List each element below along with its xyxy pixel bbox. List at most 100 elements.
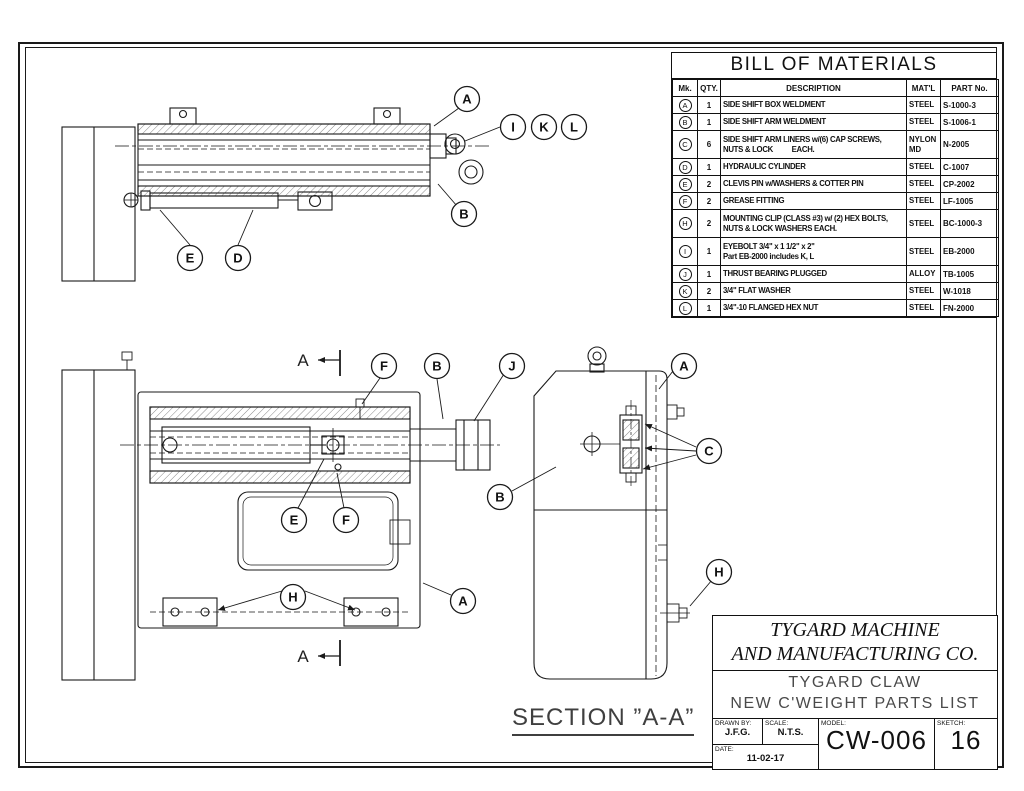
- part-cell: LF-1005: [940, 192, 999, 210]
- desc-cell: SIDE SHIFT ARM WELDMENT: [720, 113, 907, 131]
- part-cell: C-1007: [940, 158, 999, 176]
- company-name: TYGARD MACHINE AND MANUFACTURING CO.: [713, 616, 997, 672]
- part-cell: S-1000-3: [940, 96, 999, 114]
- bom-row: H 2 MOUNTING CLIP (CLASS #3) w/ (2) HEX …: [672, 209, 999, 238]
- drawn-by-field: DRAWN BY: J.F.G.: [713, 718, 763, 745]
- bom-table: Mk. QTY. DESCRIPTION MAT'L PART No. A 1 …: [672, 79, 999, 317]
- model-value: CW-006: [826, 724, 927, 755]
- sketch-value: 16: [950, 724, 982, 755]
- bom-row: I 1 EYEBOLT 3/4" x 1 1/2" x 2" Part EB-2…: [672, 237, 999, 266]
- section-arrow-label-bottom: A: [297, 647, 309, 666]
- date-label: DATE:: [715, 745, 734, 753]
- company-line-1: TYGARD MACHINE: [770, 619, 940, 641]
- mark-letter: E: [678, 177, 692, 191]
- title-block: TYGARD MACHINE AND MANUFACTURING CO. TYG…: [712, 615, 998, 770]
- matl-cell: STEEL: [906, 158, 941, 176]
- bom-header-row: Mk. QTY. DESCRIPTION MAT'L PART No.: [672, 79, 999, 97]
- desc-cell: 3/4"-10 FLANGED HEX NUT: [720, 299, 907, 317]
- qty-cell: 1: [697, 299, 721, 317]
- qty-cell: 1: [697, 96, 721, 114]
- bom-header-desc: DESCRIPTION: [720, 79, 907, 97]
- mark-letter: H: [678, 217, 692, 230]
- desc-cell: SIDE SHIFT ARM LINERS w/(6) CAP SCREWS, …: [720, 130, 907, 159]
- bom-row: F 2 GREASE FITTING STEEL LF-1005: [672, 192, 999, 210]
- desc-cell: SIDE SHIFT BOX WELDMENT: [720, 96, 907, 114]
- svg-text:B: B: [432, 359, 441, 374]
- matl-cell: ALLOY: [906, 265, 941, 283]
- model-label: MODEL:: [821, 719, 846, 727]
- balloon-b: B: [423, 352, 451, 380]
- desc-cell: GREASE FITTING: [720, 192, 907, 210]
- qty-cell: 2: [697, 282, 721, 300]
- svg-text:J: J: [508, 359, 515, 374]
- part-cell: BC-1000-3: [940, 209, 999, 238]
- matl-cell: STEEL: [906, 96, 941, 114]
- bom-header-qty: QTY.: [697, 79, 721, 97]
- balloon-a: A: [449, 587, 477, 615]
- drawing-title-line-1: TYGARD CLAW: [788, 674, 922, 692]
- qty-cell: 1: [697, 158, 721, 176]
- view-side-elevation: [61, 107, 492, 282]
- matl-cell: STEEL: [906, 113, 941, 131]
- mark-letter: L: [678, 301, 692, 315]
- drawn-by-label: DRAWN BY:: [715, 719, 752, 727]
- bom-row: B 1 SIDE SHIFT ARM WELDMENT STEEL S-1006…: [672, 113, 999, 131]
- balloon-e: E: [280, 506, 308, 534]
- matl-cell: STEEL: [906, 237, 941, 266]
- svg-text:B: B: [459, 207, 468, 222]
- svg-text:H: H: [714, 565, 723, 580]
- balloon-h: H: [705, 558, 733, 586]
- balloon-f: F: [332, 506, 360, 534]
- matl-cell: STEEL: [906, 299, 941, 317]
- callout-balloons: A I K L B E D F B J E F H A A C B H: [176, 85, 733, 615]
- part-cell: S-1006-1: [940, 113, 999, 131]
- leader-lines: [159, 107, 713, 611]
- bom-row: L 1 3/4"-10 FLANGED HEX NUT STEEL FN-200…: [672, 299, 999, 317]
- desc-cell: CLEVIS PIN w/WASHERS & COTTER PIN: [720, 175, 907, 193]
- mark-letter: A: [678, 98, 692, 112]
- bom-row: D 1 HYDRAULIC CYLINDER STEEL C-1007: [672, 158, 999, 176]
- svg-text:F: F: [380, 359, 388, 374]
- sheet-border-inner: [25, 47, 997, 763]
- mark-letter: C: [678, 138, 692, 151]
- balloon-c: C: [695, 437, 723, 465]
- svg-text:K: K: [539, 120, 549, 135]
- matl-cell: STEEL: [906, 282, 941, 300]
- svg-text:F: F: [342, 513, 350, 528]
- matl-cell: STEEL: [906, 175, 941, 193]
- balloon-a: A: [453, 85, 481, 113]
- part-cell: CP-2002: [940, 175, 999, 193]
- scale-value: N.T.S.: [777, 726, 804, 738]
- balloon-j: J: [498, 352, 526, 380]
- bom-row: E 2 CLEVIS PIN w/WASHERS & COTTER PIN ST…: [672, 175, 999, 193]
- svg-text:A: A: [462, 92, 472, 107]
- date-value: 11-02-17: [746, 752, 785, 764]
- view-end-elevation: [533, 346, 690, 680]
- matl-cell: NYLON MD: [906, 130, 941, 159]
- part-cell: W-1018: [940, 282, 999, 300]
- balloon-b: B: [486, 483, 514, 511]
- balloon-i: I: [499, 113, 527, 141]
- sketch-field: SKETCH: 16: [935, 719, 997, 769]
- desc-cell: HYDRAULIC CYLINDER: [720, 158, 907, 176]
- drawn-by-value: J.F.G.: [724, 726, 751, 738]
- svg-text:A: A: [679, 359, 689, 374]
- mark-letter: B: [678, 115, 692, 129]
- qty-cell: 2: [697, 209, 721, 238]
- balloon-h: H: [279, 583, 307, 611]
- desc-cell: THRUST BEARING PLUGGED: [720, 265, 907, 283]
- qty-cell: 6: [697, 130, 721, 159]
- desc-cell: EYEBOLT 3/4" x 1 1/2" x 2" Part EB-2000 …: [720, 237, 907, 266]
- qty-cell: 1: [697, 265, 721, 283]
- bill-of-materials: BILL OF MATERIALS Mk. QTY. DESCRIPTION M…: [671, 52, 999, 318]
- balloon-d: D: [224, 244, 252, 272]
- balloon-k: K: [530, 113, 558, 141]
- desc-cell: MOUNTING CLIP (CLASS #3) w/ (2) HEX BOLT…: [720, 209, 907, 238]
- model-field: MODEL: CW-006: [819, 718, 935, 769]
- svg-text:C: C: [704, 444, 714, 459]
- svg-text:A: A: [458, 594, 468, 609]
- bom-header-part: PART No.: [940, 79, 999, 97]
- bom-row: K 2 3/4" FLAT WASHER STEEL W-1018: [672, 282, 999, 300]
